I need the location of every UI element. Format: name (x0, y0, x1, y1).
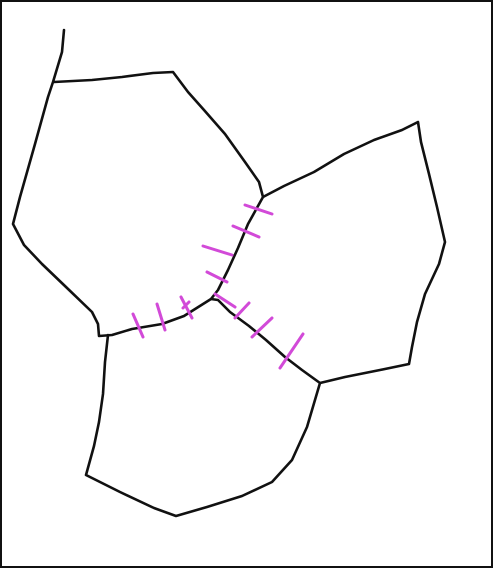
right-seam-tick-mark (213, 292, 237, 309)
bottom-region (84, 333, 322, 518)
upper-seam-tick-mark (201, 244, 234, 257)
left-seam-tick-mark (155, 302, 167, 332)
top-left-region (11, 28, 265, 338)
right-seam-tick-mark (278, 332, 305, 370)
left-seam-tick-mark (131, 312, 145, 339)
upper-seam-tick-mark (205, 270, 229, 284)
right-region (209, 120, 447, 385)
right-seam-tick-mark (250, 316, 274, 339)
left-seam-tick-mark (181, 300, 191, 310)
left-seam-tick-mark (179, 295, 194, 320)
upper-seam-tick-mark (243, 203, 274, 216)
tick-marks (131, 203, 305, 370)
outlines (11, 28, 447, 518)
right-seam-tick-mark (233, 301, 251, 320)
upper-seam-tick-mark (231, 224, 261, 239)
